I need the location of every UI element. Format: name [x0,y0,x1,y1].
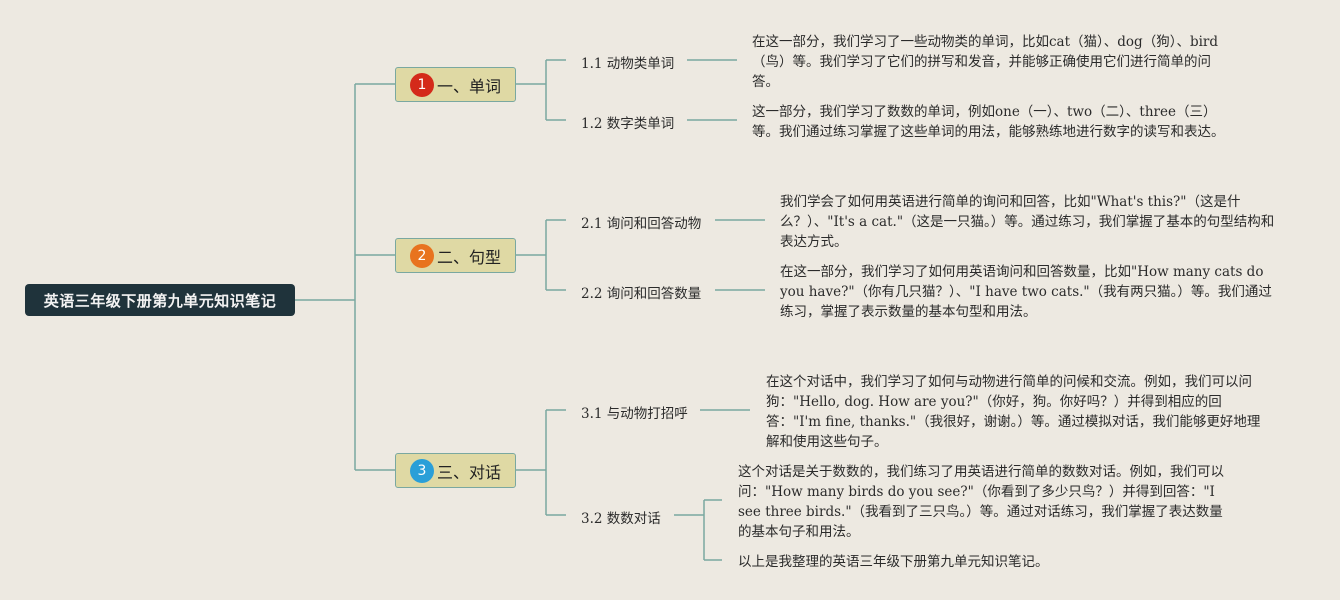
subtopic-number-words[interactable]: 1.2 数字类单词 [581,116,675,132]
number-badge-icon: 1 [410,72,434,97]
note-number-words: 这一部分，我们学习了数数的单词，例如one（一）、two（二）、three（三）… [752,104,1225,140]
number-badge-icon: 3 [410,458,434,483]
branch-node-dialogues[interactable]: 3 三、对话 [395,453,516,488]
subtopic-animal-words[interactable]: 1.1 动物类单词 [581,56,675,72]
branch-label: 二、句型 [437,247,502,267]
branch-label: 三、对话 [437,462,502,482]
root-node[interactable]: 英语三年级下册第九单元知识笔记 [25,284,295,316]
note-ask-quantity: 在这一部分，我们学习了如何用英语询问和回答数量，比如"How many cats… [780,264,1272,320]
note-ask-animals: 我们学会了如何用英语进行简单的询问和回答，比如"What's this?"（这是… [780,194,1275,250]
number-badge-icon: 2 [410,243,434,268]
note-animal-words: 在这一部分，我们学习了一些动物类的单词，比如cat（猫）、dog（狗）、bird… [752,34,1218,90]
subtopic-ask-quantity[interactable]: 2.2 询问和回答数量 [581,286,702,302]
note-counting-dialogue: 这个对话是关于数数的，我们练习了用英语进行简单的数数对话。例如，我们可以问："H… [738,464,1224,540]
branch-node-sentence-patterns[interactable]: 2 二、句型 [395,238,516,273]
subtopic-ask-animals[interactable]: 2.1 询问和回答动物 [581,216,702,232]
branch-label: 一、单词 [437,76,502,96]
note-greet-animals: 在这个对话中，我们学习了如何与动物进行简单的问候和交流。例如，我们可以问狗："H… [766,374,1261,450]
root-title: 英语三年级下册第九单元知识笔记 [43,291,277,310]
subtopic-counting-dialogue[interactable]: 3.2 数数对话 [581,511,661,527]
branch-node-vocabulary[interactable]: 1 一、单词 [395,67,516,102]
subtopic-greet-animals[interactable]: 3.1 与动物打招呼 [581,406,688,422]
note-summary: 以上是我整理的英语三年级下册第九单元知识笔记。 [738,554,1049,570]
